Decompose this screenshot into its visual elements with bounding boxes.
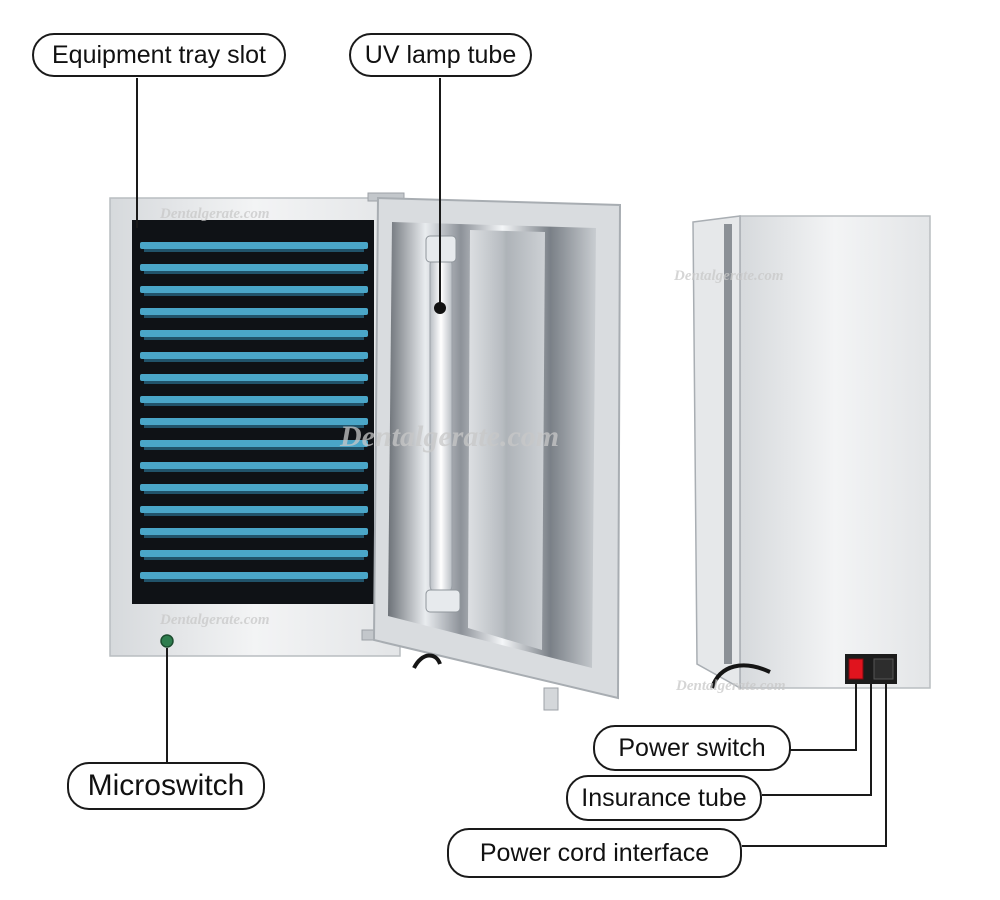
watermark: Dentalgerate.com (675, 678, 786, 694)
microswitch-button (160, 634, 174, 648)
door-open (372, 196, 622, 711)
cabinet-door-edge (692, 215, 741, 690)
label-uv-lamp-tube: UV lamp tube (349, 33, 532, 77)
equipment-tray (140, 462, 368, 469)
door-gasket (724, 224, 732, 664)
equipment-tray-shadow (144, 315, 364, 318)
door-reflector (468, 230, 545, 650)
equipment-tray-shadow (144, 249, 364, 252)
equipment-tray (140, 528, 368, 535)
equipment-tray (140, 418, 368, 425)
equipment-tray (140, 330, 368, 337)
equipment-tray-shadow (144, 271, 364, 274)
equipment-tray (140, 374, 368, 381)
leader-uv-lamp-dot (434, 302, 446, 314)
label-power-cord-interface: Power cord interface (447, 828, 742, 878)
equipment-tray-shadow (144, 579, 364, 582)
label-equipment-tray-slot: Equipment tray slot (32, 33, 286, 77)
equipment-tray-shadow (144, 337, 364, 340)
power-switch-rocker (848, 658, 864, 680)
equipment-tray-shadow (144, 557, 364, 560)
equipment-tray-shadow (144, 469, 364, 472)
cabinet-interior (132, 220, 374, 604)
tray-stack (140, 242, 368, 582)
watermark: Dentalgerate.com (673, 268, 784, 284)
leader-power-cord (742, 684, 887, 847)
watermark: Dentalgerate.com (339, 420, 559, 453)
equipment-tray (140, 264, 368, 271)
equipment-tray-shadow (144, 491, 364, 494)
equipment-tray (140, 308, 368, 315)
cabinet-closed (692, 215, 931, 690)
equipment-tray-shadow (144, 447, 364, 450)
cabinet-side (739, 215, 931, 689)
label-insurance-tube: Insurance tube (566, 775, 762, 821)
watermark: Dentalgerate.com (159, 206, 270, 222)
leader-insurance-tube (762, 684, 872, 796)
leader-power-switch (790, 684, 857, 751)
power-socket (873, 658, 894, 680)
watermark: Dentalgerate.com (159, 612, 270, 628)
equipment-tray (140, 440, 368, 447)
power-cable-left (412, 653, 442, 670)
power-cable-right (710, 663, 771, 689)
equipment-tray (140, 506, 368, 513)
uv-lamp-cap-bottom (425, 589, 461, 613)
equipment-tray-shadow (144, 293, 364, 296)
equipment-tray (140, 572, 368, 579)
label-microswitch: Microswitch (67, 762, 265, 810)
equipment-tray (140, 352, 368, 359)
equipment-tray-shadow (144, 403, 364, 406)
equipment-tray-shadow (144, 381, 364, 384)
equipment-tray (140, 396, 368, 403)
label-power-switch: Power switch (593, 725, 791, 771)
cabinet-open (109, 192, 405, 657)
equipment-tray-shadow (144, 513, 364, 516)
equipment-tray (140, 550, 368, 557)
equipment-tray-shadow (144, 425, 364, 428)
equipment-tray (140, 484, 368, 491)
equipment-tray (140, 242, 368, 249)
equipment-tray-shadow (144, 535, 364, 538)
equipment-tray-shadow (144, 359, 364, 362)
equipment-tray (140, 286, 368, 293)
door-foot (543, 687, 559, 711)
